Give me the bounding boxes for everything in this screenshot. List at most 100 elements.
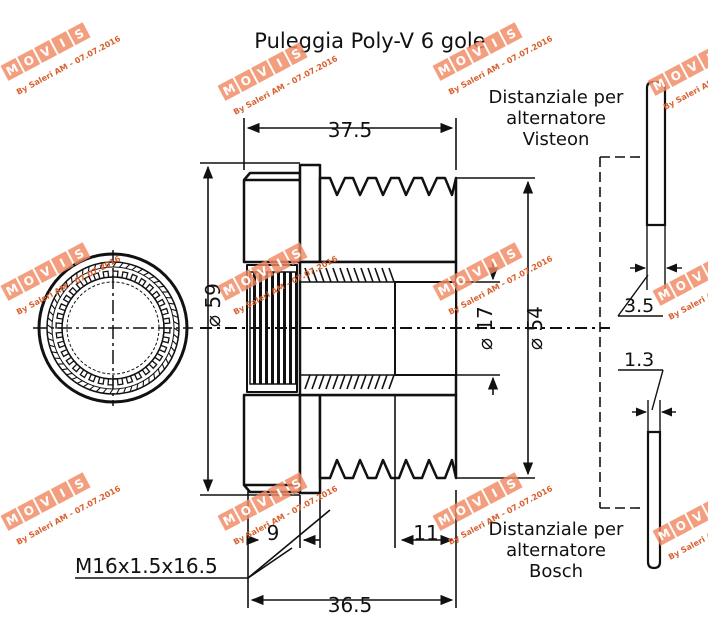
knurl-line <box>148 276 155 280</box>
thread-crest-bottom <box>339 374 346 390</box>
svg-text:M: M <box>436 511 453 529</box>
svg-text:I: I <box>57 36 68 50</box>
thread-crest-top <box>332 267 339 283</box>
thread-crest-top <box>311 267 318 283</box>
dim-spacer-visteon: 3.5 <box>624 295 654 317</box>
knurl-line <box>137 268 144 273</box>
thread-crest-bottom <box>318 374 325 390</box>
bosch-label-line2: alternatore <box>506 540 606 561</box>
thread-crest-bottom <box>311 374 318 390</box>
svg-text:I: I <box>489 36 500 50</box>
knurl-line <box>61 286 65 293</box>
thread-crest-top <box>325 267 332 283</box>
knurl-line <box>57 291 61 298</box>
knurl-line <box>76 380 83 384</box>
thread-crest-bottom <box>388 374 395 390</box>
thread-crest-bottom <box>367 374 374 390</box>
knurl-line <box>118 262 124 268</box>
svg-text:I: I <box>274 56 285 70</box>
dim-groove-diameter: ⌀ 54 <box>523 306 547 350</box>
knurl-line <box>46 324 53 329</box>
svg-text:M: M <box>221 511 238 529</box>
knurl-line <box>161 363 165 370</box>
svg-text:M: M <box>656 286 673 304</box>
internal-thread <box>300 267 395 390</box>
spacer-bosch <box>646 430 662 570</box>
thread-crest-bottom <box>374 374 381 390</box>
knurl-line <box>158 285 165 288</box>
thread-crest-bottom <box>304 374 311 390</box>
spline-teeth <box>55 270 171 386</box>
thread-crest-bottom <box>346 374 353 390</box>
thread-hatch <box>249 271 297 385</box>
svg-text:I: I <box>57 256 68 270</box>
svg-text:I: I <box>274 256 285 270</box>
knurl-line <box>122 387 127 394</box>
svg-text:M: M <box>436 61 453 79</box>
svg-text:M: M <box>656 526 673 544</box>
svg-text:I: I <box>704 51 708 65</box>
knurl-line <box>173 333 179 339</box>
thread-crest-top <box>318 267 325 283</box>
knurl-line <box>125 263 131 269</box>
knurl-line <box>172 340 178 346</box>
knurl-line <box>82 383 89 388</box>
dim-left-offset: 9 <box>267 521 280 545</box>
knurl-line <box>143 272 150 276</box>
knurl-line <box>51 351 58 354</box>
thread-crest-top <box>339 267 346 283</box>
thread-crest-bottom <box>332 374 339 390</box>
knurl-line <box>49 344 56 348</box>
visteon-label-line1: Distanziale per <box>489 87 625 108</box>
thread-crest-bottom <box>325 374 332 390</box>
knurl-line <box>109 388 114 395</box>
svg-text:M: M <box>436 281 453 299</box>
knurl-line <box>153 280 160 284</box>
dim-body-width: 36.5 <box>328 593 373 617</box>
knurl-line <box>102 388 108 394</box>
dim-spacer-bosch: 1.3 <box>624 349 654 371</box>
thread-crest-top <box>374 267 381 283</box>
dim-bore-diameter: ⌀ 17 <box>473 306 497 350</box>
bosch-label-line1: Distanziale per <box>489 519 625 540</box>
knurl-line <box>50 304 56 310</box>
knurl-line <box>172 314 179 319</box>
knurl-line <box>157 368 161 375</box>
thread-crest-bottom <box>360 374 367 390</box>
thread-crest-top <box>304 267 311 283</box>
knurl-line <box>61 368 68 371</box>
knurl-line <box>112 261 117 268</box>
knurl-line <box>99 262 104 269</box>
knurl-line <box>66 372 73 376</box>
knurl-line <box>129 385 133 392</box>
bosch-label-line3: Bosch <box>529 561 583 582</box>
svg-text:M: M <box>651 76 668 94</box>
visteon-label-line3: Visteon <box>523 129 590 150</box>
knurl-line <box>106 261 110 268</box>
svg-text:I: I <box>274 486 285 500</box>
svg-text:I: I <box>489 486 500 500</box>
knurl-line <box>89 385 95 391</box>
knurl-line <box>71 376 78 380</box>
svg-text:M: M <box>4 511 21 529</box>
knurl-line <box>95 387 101 393</box>
knurl-line <box>136 383 139 390</box>
thread-crest-top <box>367 267 374 283</box>
knurl-line <box>173 321 180 325</box>
svg-text:M: M <box>221 81 238 99</box>
knurl-line <box>116 388 120 395</box>
thread-spec-label: M16x1.5x16.5 <box>75 554 218 578</box>
knurl-pattern <box>46 261 180 395</box>
knurl-line <box>170 346 176 352</box>
knurl-line <box>168 302 175 305</box>
svg-text:I: I <box>57 486 68 500</box>
knurl-line <box>48 310 54 316</box>
knurl-line <box>165 358 169 365</box>
knurl-line <box>131 265 137 271</box>
knurl-line <box>46 331 53 335</box>
knurl-line <box>93 264 97 271</box>
